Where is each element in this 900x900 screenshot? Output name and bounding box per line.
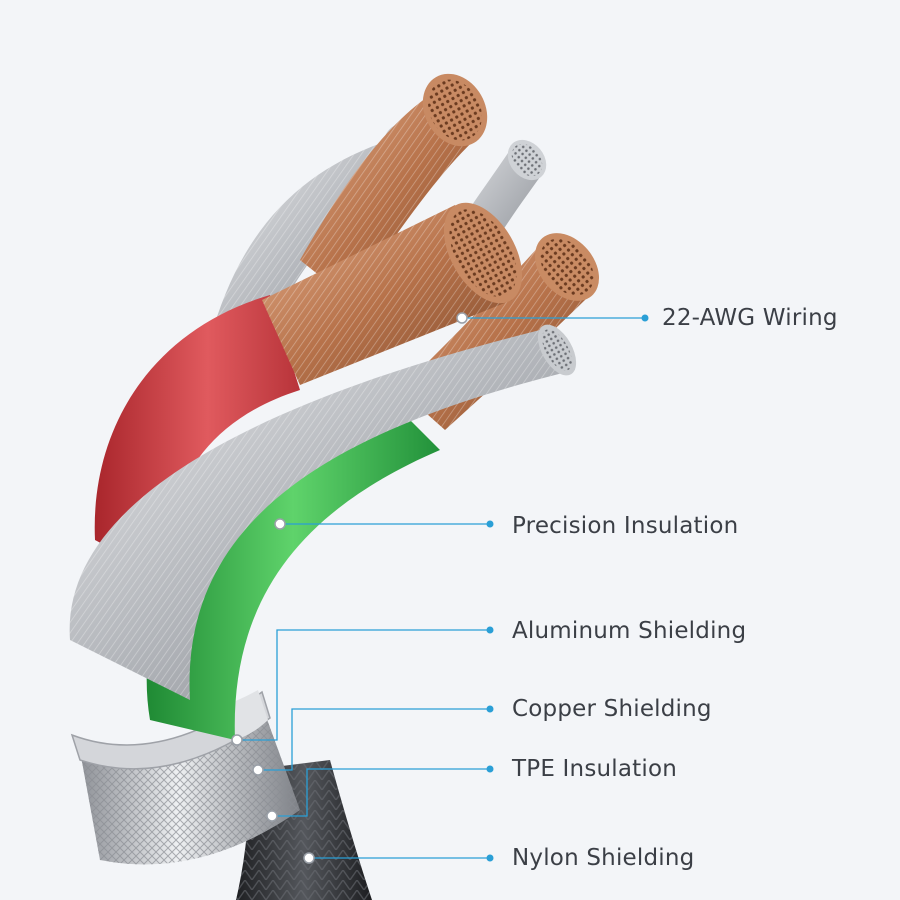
label-tpe-insulation: TPE Insulation <box>512 756 678 782</box>
label-nylon-shielding: Nylon Shielding <box>512 845 695 871</box>
aluminum-collar <box>225 690 268 740</box>
callout-line-copper <box>258 708 490 771</box>
label-copper-shielding: Copper Shielding <box>512 696 712 722</box>
marker-insulation <box>274 518 286 530</box>
callout-line-tpe <box>272 768 490 817</box>
wire-green-insulation <box>146 390 440 740</box>
callout-markers <box>231 312 468 864</box>
marker-aluminum <box>231 734 243 746</box>
callout-dot-wiring-end <box>641 314 649 322</box>
callout-dot-insulation-end <box>486 520 494 528</box>
callout-lines <box>237 317 645 859</box>
wire-copper-main <box>262 202 523 385</box>
label-22awg-wiring: 22-AWG Wiring <box>662 305 838 331</box>
tpe-ring <box>70 690 271 770</box>
callout-line-aluminum <box>237 629 490 741</box>
wire-copper-top <box>300 73 488 300</box>
callout-dot-nylon-end <box>486 854 494 862</box>
marker-wiring <box>456 312 468 324</box>
copper-shield-sleeve <box>78 700 300 865</box>
label-aluminum-shielding: Aluminum Shielding <box>512 618 747 644</box>
callout-dot-copper-end <box>486 705 494 713</box>
callout-dot-tpe-end <box>486 765 494 773</box>
wire-front-grey <box>69 324 577 700</box>
marker-tpe <box>266 810 278 822</box>
callout-dot-aluminum-end <box>486 626 494 634</box>
marker-nylon <box>303 852 315 864</box>
callout-endpoints <box>486 314 649 862</box>
marker-copper <box>252 764 264 776</box>
label-precision-insulation: Precision Insulation <box>512 513 739 539</box>
